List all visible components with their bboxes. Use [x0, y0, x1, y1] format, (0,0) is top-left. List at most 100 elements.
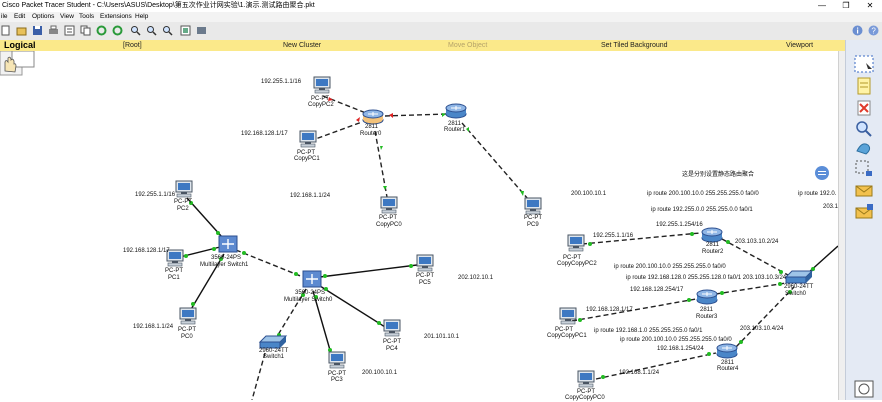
note-ip[interactable]: 203.1 — [823, 204, 839, 210]
pc1-icon[interactable] — [166, 249, 184, 267]
logical-workspace-canvas[interactable]: PC-PT CopyPC2 PC-PT CopyPC1 2811 Router0… — [0, 51, 839, 401]
note-comment[interactable]: 这是分别设置静态路由聚合 — [682, 172, 755, 178]
router1-icon[interactable] — [445, 103, 467, 119]
link-router1-pc9[interactable] — [461, 122, 529, 200]
copypc2-icon[interactable] — [313, 76, 331, 94]
note-route[interactable]: ip route 200.100.10.0 255.255.255.0 fa0/… — [647, 191, 759, 197]
note-ip[interactable]: 192.168.1.1/24 — [133, 324, 174, 330]
ccpc1-icon[interactable] — [559, 307, 577, 325]
note-ip[interactable]: 192.168.1.1/24 — [619, 370, 660, 376]
new-file-icon[interactable] — [0, 25, 11, 36]
note-ip[interactable]: 200.100.10.1 — [362, 370, 398, 376]
ccpc0-icon[interactable] — [577, 370, 595, 388]
note-ip[interactable]: 192.168.128.254/17 — [630, 287, 684, 293]
note-ip[interactable]: 192.255.1.1/16 — [593, 233, 634, 239]
link-switch1-down[interactable] — [251, 352, 266, 400]
note-ip[interactable]: 192.255.1.254/16 — [656, 222, 703, 228]
link-router0-router1[interactable] — [384, 113, 447, 117]
note-ip[interactable]: 203.103.10.2/24 — [735, 239, 779, 245]
menu-extensions[interactable]: Extensions — [100, 13, 132, 20]
link-pc2-ms1[interactable] — [186, 197, 223, 238]
menu-tools[interactable]: Tools — [79, 13, 95, 20]
note-route[interactable]: ip route 192.0. — [798, 191, 837, 197]
move-object-button[interactable]: Move Object — [448, 42, 488, 49]
note-ip[interactable]: 201.101.10.1 — [424, 334, 460, 340]
link-ms1-ms0[interactable] — [235, 249, 304, 278]
zoom-out-icon[interactable] — [162, 25, 173, 36]
delete-icon[interactable] — [854, 99, 874, 117]
save-icon[interactable] — [32, 25, 43, 36]
viewport-button[interactable]: Viewport — [786, 42, 814, 49]
note-ip[interactable]: 192.168.128.1/17 — [586, 307, 633, 313]
add-complex-pdu-icon[interactable] — [854, 203, 874, 221]
select-icon[interactable] — [854, 55, 874, 73]
link-router0-copypc0[interactable] — [374, 130, 388, 198]
copypc0-icon[interactable] — [380, 196, 398, 214]
copy-icon[interactable] — [80, 25, 91, 36]
minimize-button[interactable]: — — [818, 1, 826, 10]
note-ip[interactable]: 202.102.10.1 — [458, 275, 494, 281]
ccpc2-icon[interactable] — [567, 234, 585, 252]
multilayer-switch1-icon[interactable] — [218, 235, 238, 253]
multilayer-switch0-icon[interactable] — [302, 270, 322, 288]
zoom-in-icon[interactable] — [130, 25, 141, 36]
close-button[interactable]: ✕ — [866, 1, 874, 10]
note-route[interactable]: ip route 192.168.128.0 255.255.128.0 fa0… — [626, 275, 787, 281]
menu-help[interactable]: Help — [135, 13, 149, 20]
pc9-icon[interactable] — [524, 197, 542, 215]
link-pc0-ms1[interactable] — [189, 253, 225, 312]
pc3-icon[interactable] — [328, 351, 346, 369]
drawing-palette-icon[interactable] — [180, 25, 191, 36]
new-cluster-button[interactable]: New Cluster — [283, 42, 322, 49]
switch0-icon[interactable] — [784, 270, 814, 284]
set-tiled-background-button[interactable]: Set Tiled Background — [601, 42, 668, 49]
link-ms0-pc5[interactable] — [319, 264, 418, 278]
pc4-icon[interactable] — [383, 319, 401, 337]
redo-icon[interactable] — [112, 25, 123, 36]
info-icon[interactable] — [852, 25, 863, 36]
pc5-icon[interactable] — [416, 254, 434, 272]
link-ms0-pc4[interactable] — [319, 285, 386, 328]
note-route[interactable]: ip route 200.100.10.0 255.255.255.0 fa0/… — [614, 264, 726, 270]
link-ccpc0-router4[interactable] — [595, 352, 717, 380]
vertical-scrollbar[interactable] — [838, 51, 846, 400]
resize-shape-icon[interactable] — [854, 159, 874, 177]
zoom-reset-icon[interactable] — [146, 25, 157, 36]
note-ip[interactable]: 192.168.128.1/17 — [241, 131, 288, 137]
root-button[interactable]: [Root] — [123, 42, 142, 49]
link-router4-switch0[interactable] — [735, 286, 795, 348]
copypc1-icon[interactable] — [299, 130, 317, 148]
menu-options[interactable]: Options — [32, 13, 55, 20]
note-route[interactable]: ip route 192.255.0.0 255.255.0.0 fa0/1 — [651, 207, 753, 213]
add-simple-pdu-icon[interactable] — [854, 181, 874, 199]
help-icon[interactable]: ? — [868, 25, 879, 36]
draw-icon[interactable] — [854, 139, 874, 157]
link-router2-switch0[interactable] — [721, 238, 789, 276]
router2-icon[interactable] — [701, 227, 723, 243]
link-ccpc1-router3[interactable] — [571, 298, 697, 322]
note-ip[interactable]: 192.255.1.1/16 — [261, 79, 302, 85]
note-ip[interactable]: 200.100.10.1 — [571, 191, 607, 197]
inspect-icon[interactable] — [854, 119, 874, 137]
note-ip[interactable]: 203.103.10.4/24 — [740, 326, 784, 332]
menu-file[interactable]: ile — [1, 13, 8, 20]
print-icon[interactable] — [48, 25, 59, 36]
note-ip[interactable]: 192.255.1.1/16 — [135, 192, 176, 198]
menu-edit[interactable]: Edit — [14, 13, 26, 20]
link-copypc1-router0[interactable] — [309, 121, 363, 142]
router0-icon[interactable] — [362, 109, 384, 125]
menu-view[interactable]: View — [60, 13, 74, 20]
note-icon[interactable] — [815, 166, 829, 180]
pc2-icon[interactable] — [175, 180, 193, 198]
link-ccpc2-router2[interactable] — [581, 232, 701, 245]
pc0-icon[interactable] — [179, 307, 197, 325]
custom-devices-icon[interactable] — [196, 25, 207, 36]
place-note-icon[interactable] — [854, 77, 874, 95]
switch1-icon[interactable] — [258, 335, 288, 349]
undo-icon[interactable] — [96, 25, 107, 36]
note-ip[interactable]: 192.168.128.1/17 — [123, 248, 170, 254]
router4-icon[interactable] — [716, 343, 738, 359]
activity-wizard-icon[interactable] — [64, 25, 75, 36]
note-route[interactable]: ip route 200.100.10.0 255.255.255.0 fa0/… — [620, 337, 732, 343]
note-ip[interactable]: 192.168.1.254/24 — [657, 346, 704, 352]
